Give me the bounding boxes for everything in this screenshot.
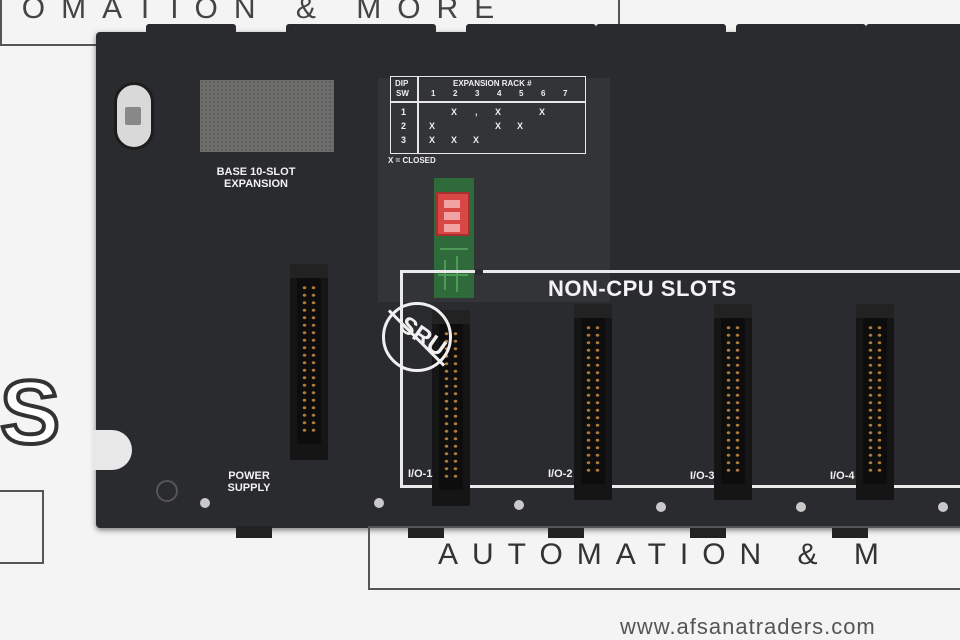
non-cpu-slot-frame (400, 269, 960, 488)
dip-switch-table: DIP SW EXPANSION RACK # 1 2 3 4 5 6 7 1 … (390, 76, 586, 154)
non-cpu-slots-title: NON-CPU SLOTS (548, 276, 737, 301)
rack-foot (236, 526, 272, 538)
dip-head-line1: DIP (395, 79, 409, 88)
dip-mark: X (451, 107, 458, 117)
mounting-notch (92, 430, 132, 470)
screw (656, 502, 666, 512)
expansion-label-line1: BASE 10-SLOT (216, 166, 296, 178)
dip-switch-key[interactable] (444, 224, 460, 232)
dip-table-note: X = CLOSED (388, 156, 436, 165)
dip-row-sw: 2 (401, 121, 407, 131)
dip-row-sw: 3 (401, 135, 407, 145)
power-supply-label: POWER SUPPLY (214, 470, 284, 494)
label-residue-patch (200, 80, 334, 152)
rack-foot (832, 526, 868, 538)
expansion-label: BASE 10-SLOT EXPANSION (206, 166, 306, 190)
dip-mark: X (517, 121, 524, 131)
dip-mark: X (473, 135, 480, 145)
rack-number: 5 (519, 89, 524, 98)
rack-number: 6 (541, 89, 546, 98)
watermark-big-letters: S (0, 361, 62, 465)
rack-number: 4 (497, 89, 502, 98)
rack-foot (690, 526, 726, 538)
dip-mark: X (495, 107, 502, 117)
io-slot-3-connector[interactable] (714, 304, 752, 500)
io-slot-2-connector[interactable] (574, 304, 612, 500)
slot-label-io-3: I/O-3 (690, 470, 715, 482)
watermark-frame-left (0, 490, 44, 564)
slot-label-io-4: I/O-4 (830, 470, 855, 482)
watermark-bottom-text: AUTOMATION & M (438, 538, 893, 571)
dip-head-title: EXPANSION RACK # (453, 79, 532, 88)
rack-foot (548, 526, 584, 538)
rack-number: 2 (453, 89, 458, 98)
slot-label-io-2: I/O-2 (548, 468, 573, 480)
rack-top-tab (286, 24, 436, 38)
dip-switch-key[interactable] (444, 212, 460, 220)
screw (200, 498, 210, 508)
io-slot-4-connector[interactable] (856, 304, 894, 500)
no-cpu-symbol-text: SRU (394, 310, 452, 363)
dip-mark: , (475, 107, 478, 117)
slot-label-io-1: I/O-1 (408, 468, 433, 480)
watermark-top-text: TOMATION & MORE (0, 0, 511, 25)
watermark-url: www.afsanatraders.com (620, 614, 876, 639)
mounting-hole (114, 82, 154, 150)
dip-row-sw: 1 (401, 107, 407, 117)
dip-mark: X (429, 135, 436, 145)
rack-top-tab (736, 24, 866, 38)
screw (514, 500, 524, 510)
power-supply-label-line2: SUPPLY (227, 482, 271, 494)
power-supply-connector[interactable] (290, 264, 328, 460)
rack-top-tab (466, 24, 596, 38)
rack-top-tab (866, 24, 960, 38)
rack-number: 7 (563, 89, 568, 98)
rack-foot (408, 526, 444, 538)
rack-top-tab (596, 24, 726, 38)
dip-head-line2: SW (396, 89, 409, 98)
screw (796, 502, 806, 512)
rack-number: 3 (475, 89, 480, 98)
rack-top-tab (146, 24, 236, 38)
dip-panel (378, 78, 610, 302)
dip-mark: X (429, 121, 436, 131)
dip-switch-key[interactable] (444, 200, 460, 208)
no-cpu-symbol: SRU (382, 302, 452, 372)
plc-base-rack: BASE 10-SLOT EXPANSION NON-CPU SLOTS SRU… (92, 24, 960, 538)
ground-symbol-icon (156, 480, 178, 502)
dip-switch[interactable] (436, 192, 470, 236)
dip-mark: X (495, 121, 502, 131)
screw (938, 502, 948, 512)
watermark-frame-bottom (368, 526, 960, 590)
dip-mark: X (451, 135, 458, 145)
expansion-label-line2: EXPANSION (224, 178, 288, 190)
rack-number: 1 (431, 89, 436, 98)
dip-mark: X (539, 107, 546, 117)
screw (374, 498, 384, 508)
power-supply-label-line1: POWER (228, 470, 270, 482)
